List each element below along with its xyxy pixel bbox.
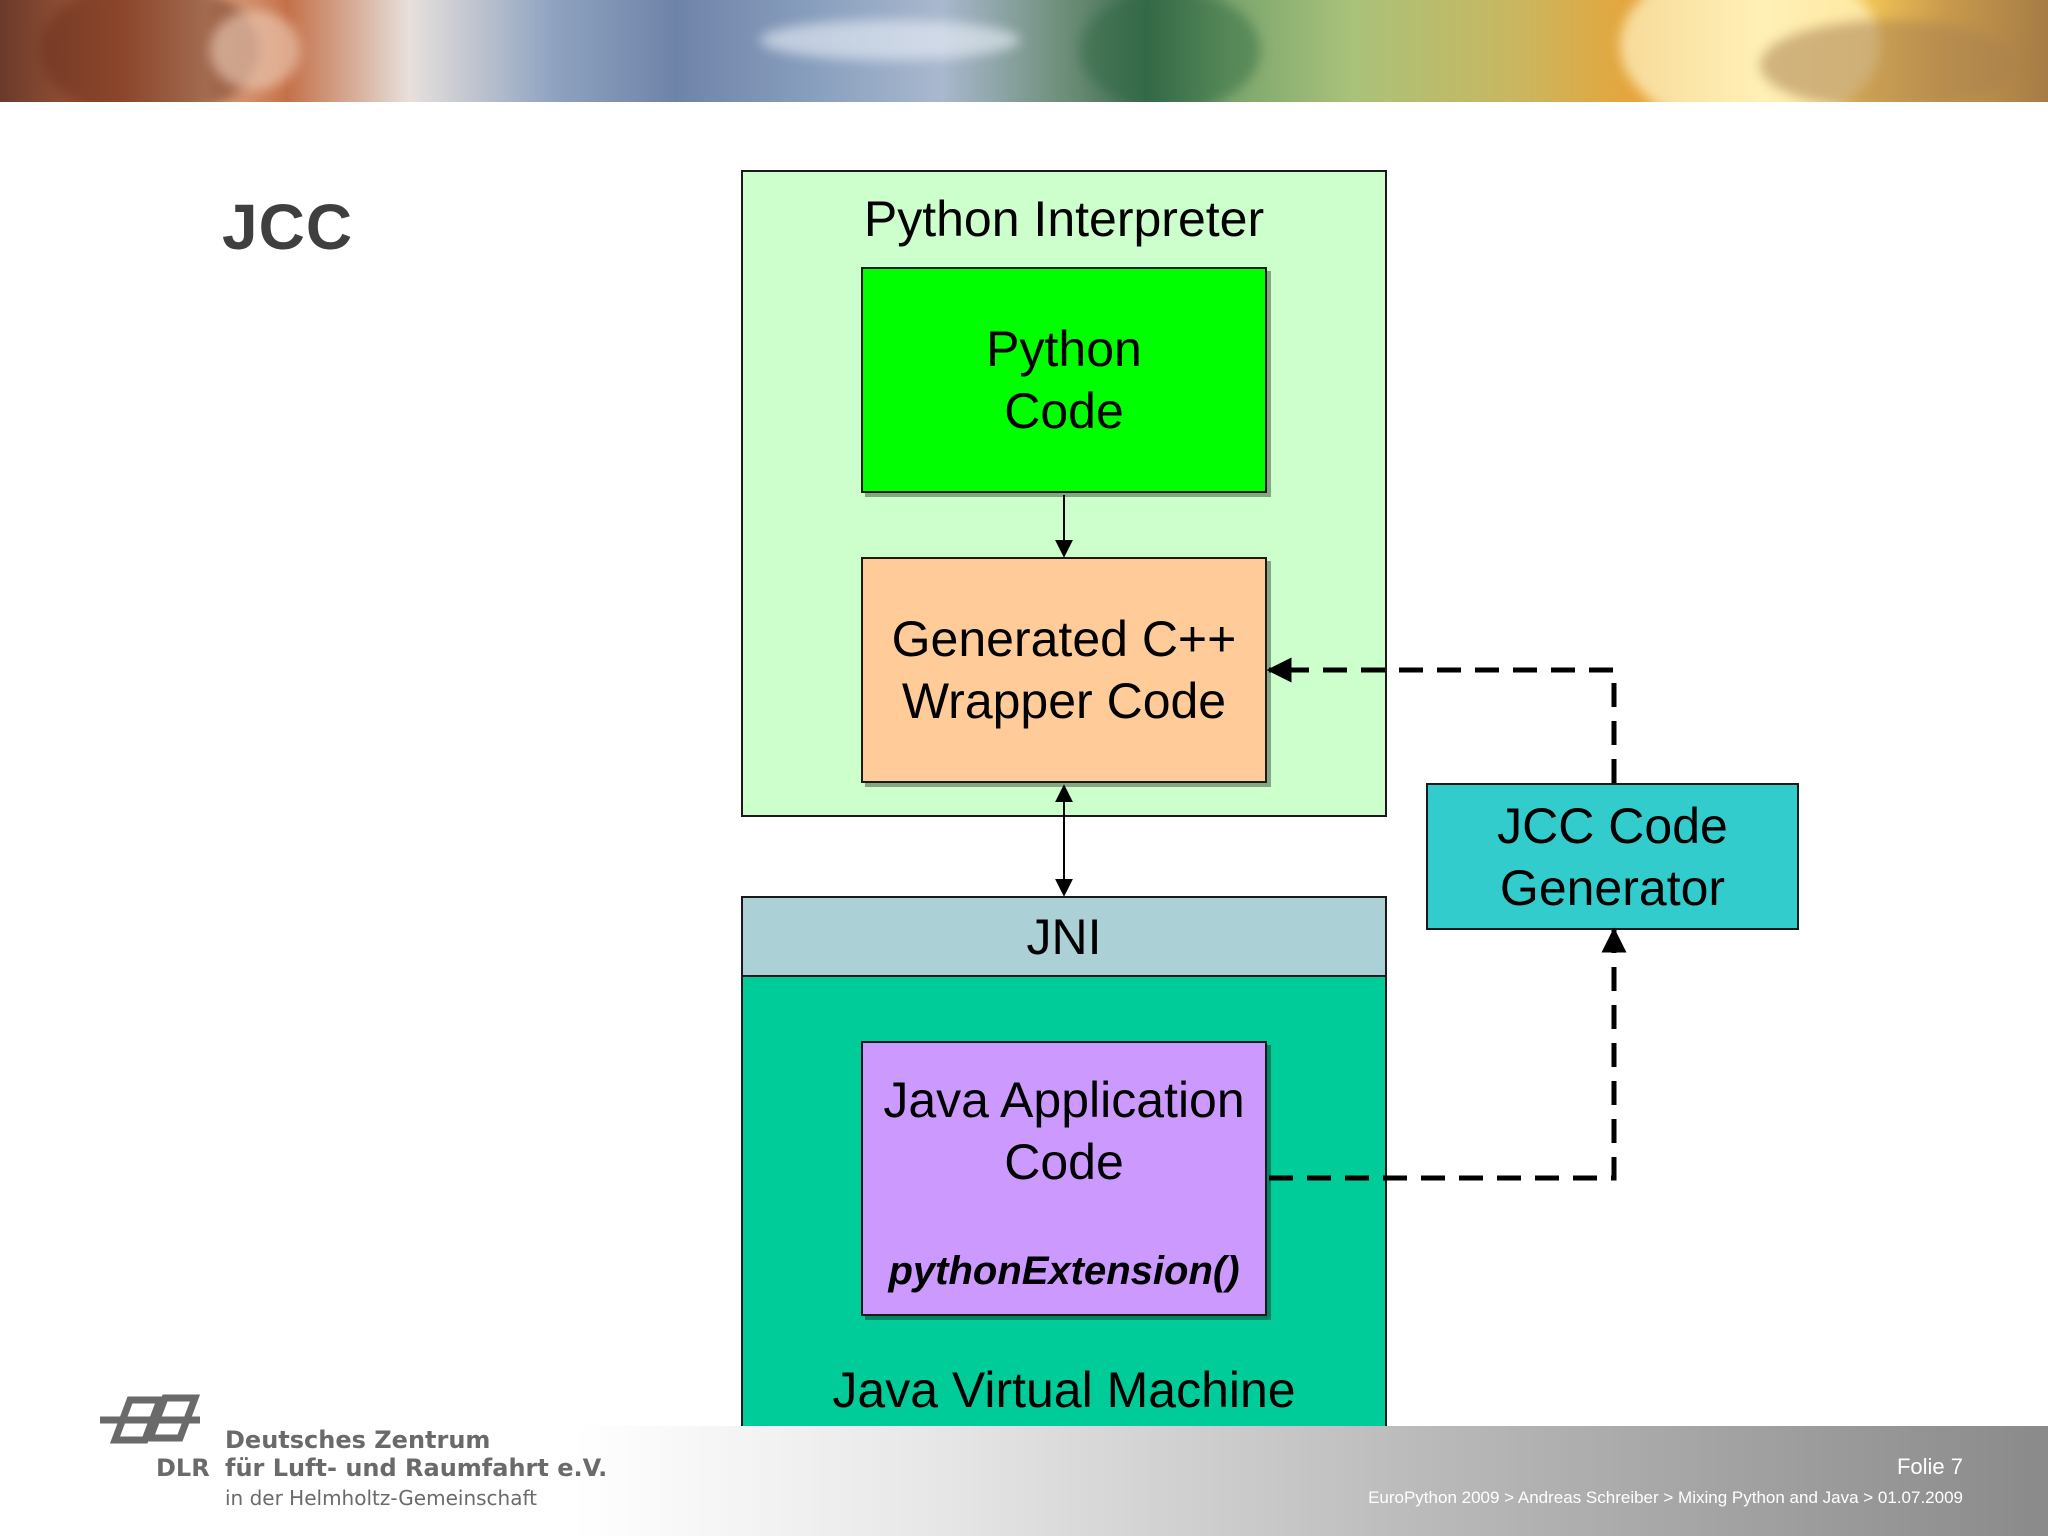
python-extension-label: pythonExtension(): [888, 1249, 1240, 1293]
slide-title: JCC: [222, 191, 354, 263]
java-application-code-label: Java Application Code: [883, 1072, 1245, 1190]
header-banner-image: [0, 0, 2048, 102]
dlr-logo-icon: [100, 1394, 201, 1444]
slide-number: Folie 7: [1896, 1454, 1963, 1479]
organization-name-line-1: Deutsches Zentrum: [225, 1426, 491, 1454]
organization-name-line-2: für Luft- und Raumfahrt e.V.: [225, 1454, 608, 1482]
footer-bar: [0, 1426, 2048, 1536]
python-interpreter-label: Python Interpreter: [863, 191, 1265, 247]
python-code-box: Python Code: [861, 267, 1267, 493]
cpp-wrapper-code-box: Generated C++ Wrapper Code: [861, 557, 1267, 783]
organization-name-line-3: in der Helmholtz-Gemeinschaft: [225, 1486, 538, 1510]
footer-breadcrumb: EuroPython 2009 > Andreas Schreiber > Mi…: [1368, 1488, 1963, 1507]
java-application-code-box: Java Application Code pythonExtension(): [861, 1041, 1267, 1316]
jvm-label: Java Virtual Machine: [832, 1362, 1296, 1418]
dlr-abbreviation: DLR: [156, 1454, 210, 1482]
jcc-code-generator-box: JCC Code Generator: [1426, 783, 1799, 930]
jni-box: JNI: [741, 896, 1387, 977]
